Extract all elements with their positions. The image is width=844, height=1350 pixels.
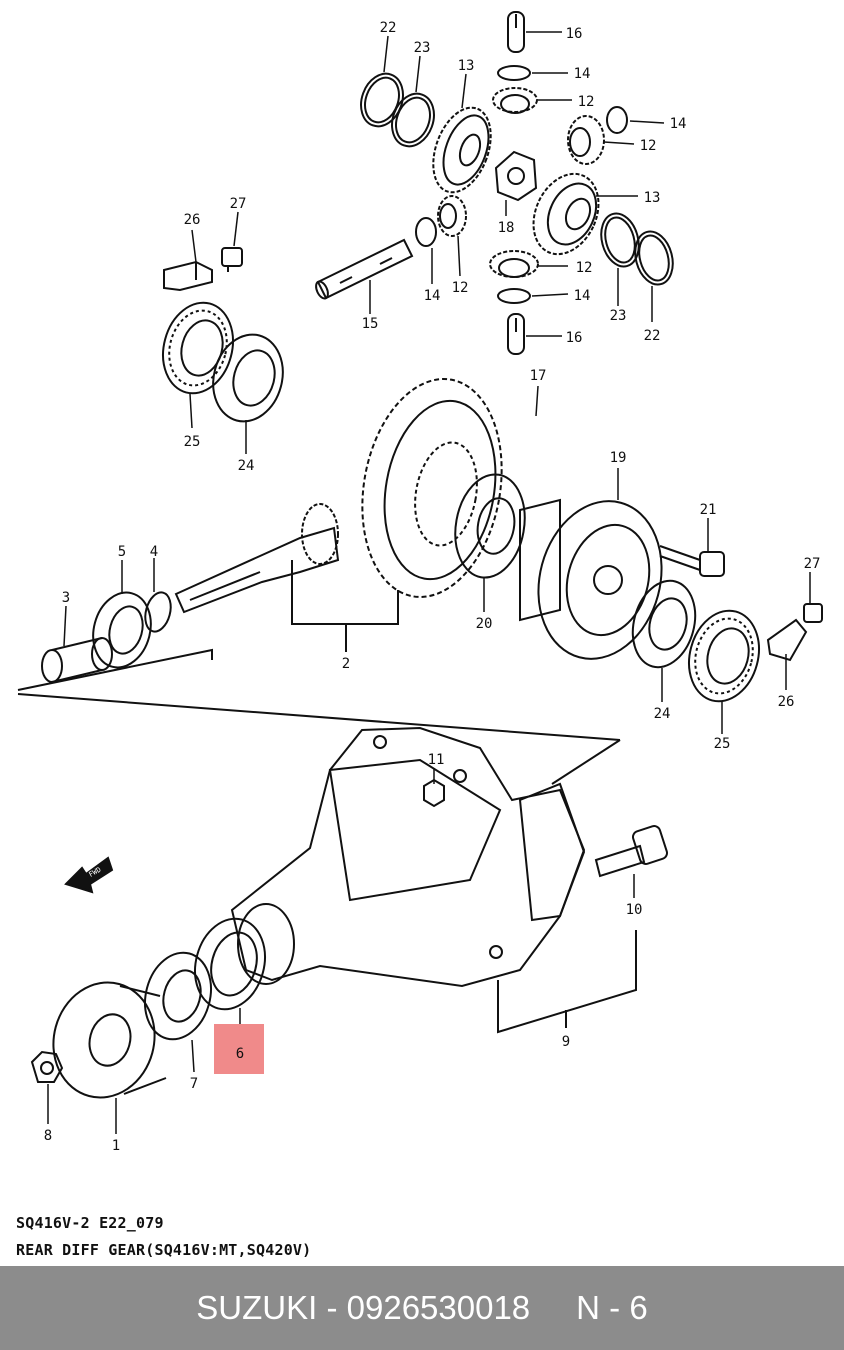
bolt-27-right [803, 603, 823, 623]
label-5: 5 [118, 544, 126, 560]
bolt-10 [594, 825, 669, 878]
label-12-b: 12 [640, 138, 657, 154]
ring-23-top [391, 92, 435, 148]
label-2: 2 [342, 656, 350, 672]
ring-23-bottom [600, 212, 640, 268]
frame-line-lower [17, 693, 621, 741]
label-13-top: 13 [458, 58, 475, 74]
label-12-a: 12 [578, 94, 595, 110]
label-24-left: 24 [238, 458, 255, 474]
label-14-a: 14 [574, 66, 591, 82]
leader-lines [47, 31, 811, 1134]
label-12-d: 12 [576, 260, 593, 276]
carrier-housing-9 [230, 726, 586, 988]
callout-labels: 22 23 13 16 14 12 14 12 13 18 14 12 12 1… [44, 20, 821, 1154]
drive-pinion [174, 503, 340, 614]
label-23-top: 23 [414, 40, 431, 56]
diagram-code: SQ416V-2 E22_079 [16, 1214, 164, 1232]
label-11: 11 [428, 752, 445, 768]
frame-line-right [551, 739, 621, 785]
side-gear-13-bottom [532, 172, 600, 256]
footer-position: N - 6 [576, 1289, 648, 1326]
label-23-bottom: 23 [610, 308, 627, 324]
oil-seal-4 [144, 591, 172, 633]
label-4: 4 [150, 544, 158, 560]
pinion-12-a [492, 87, 538, 114]
label-1: 1 [112, 1138, 120, 1154]
label-14-b: 14 [670, 116, 687, 132]
bearing-25-left [162, 301, 234, 395]
label-16-top: 16 [566, 26, 583, 42]
flange-1 [52, 981, 167, 1099]
label-25-right: 25 [714, 736, 731, 752]
label-14-c: 14 [424, 288, 441, 304]
bolt-27-left [221, 247, 243, 272]
nut-8 [30, 1050, 64, 1083]
label-7: 7 [190, 1076, 198, 1092]
label-27-right: 27 [804, 556, 821, 572]
label-6-highlighted: 6 [236, 1046, 244, 1062]
washer-14-b [606, 106, 628, 134]
label-21: 21 [700, 502, 717, 518]
diagram-title: REAR DIFF GEAR(SQ416V:MT,SQ420V) [16, 1241, 312, 1259]
label-19: 19 [610, 450, 627, 466]
label-26-right: 26 [778, 694, 795, 710]
exploded-diagram: 22 23 13 16 14 12 14 12 13 18 14 12 12 1… [17, 11, 823, 1154]
oil-seal-7 [144, 951, 212, 1041]
label-27-left: 27 [230, 196, 247, 212]
washer-14-a [497, 65, 531, 81]
pin-16-top [507, 11, 525, 53]
label-17: 17 [530, 368, 547, 384]
label-15: 15 [362, 316, 379, 332]
fwd-arrow [64, 856, 114, 894]
pin-16-bottom [507, 313, 525, 355]
bracket-26-right [766, 618, 808, 662]
footer-part-code: SUZUKI - 0926530018 [196, 1289, 531, 1326]
label-20: 20 [476, 616, 493, 632]
ring-22-bottom [634, 230, 674, 286]
spacer-3 [41, 637, 113, 683]
label-10: 10 [626, 902, 643, 918]
label-12-c: 12 [452, 280, 469, 296]
bearing-25-right [688, 609, 760, 703]
bracket-26-left [163, 260, 213, 292]
label-9: 9 [562, 1034, 570, 1050]
label-3: 3 [62, 590, 70, 606]
race-24-left [212, 333, 284, 423]
label-14-d: 14 [574, 288, 591, 304]
spider-18 [494, 150, 538, 202]
side-gear-13-top [432, 106, 492, 194]
highlight-box[interactable] [214, 1024, 264, 1074]
footer-bar: SUZUKI - 0926530018 N - 6 [0, 1266, 844, 1350]
label-22-top: 22 [380, 20, 397, 36]
pinion-12-d [489, 250, 539, 278]
washer-14-d [497, 288, 531, 304]
shaft-15 [315, 238, 414, 300]
frame-line [17, 648, 213, 691]
label-24-right: 24 [654, 706, 671, 722]
pinion-12-b [567, 115, 605, 165]
label-13-bottom: 13 [644, 190, 661, 206]
label-16-bottom: 16 [566, 330, 583, 346]
bearing-6 [194, 917, 266, 1011]
washer-14-c [415, 217, 437, 247]
diff-case-19 [519, 498, 663, 660]
ring-gear [361, 378, 503, 598]
label-26-left: 26 [184, 212, 201, 228]
bolt-21 [659, 545, 725, 577]
label-25-left: 25 [184, 434, 201, 450]
label-22-bottom: 22 [644, 328, 661, 344]
bearing-20 [454, 473, 526, 579]
race-24-right [631, 579, 697, 669]
label-18: 18 [498, 220, 515, 236]
label-8: 8 [44, 1128, 52, 1144]
bearing-5 [92, 591, 152, 669]
pinion-12-c [437, 195, 467, 237]
